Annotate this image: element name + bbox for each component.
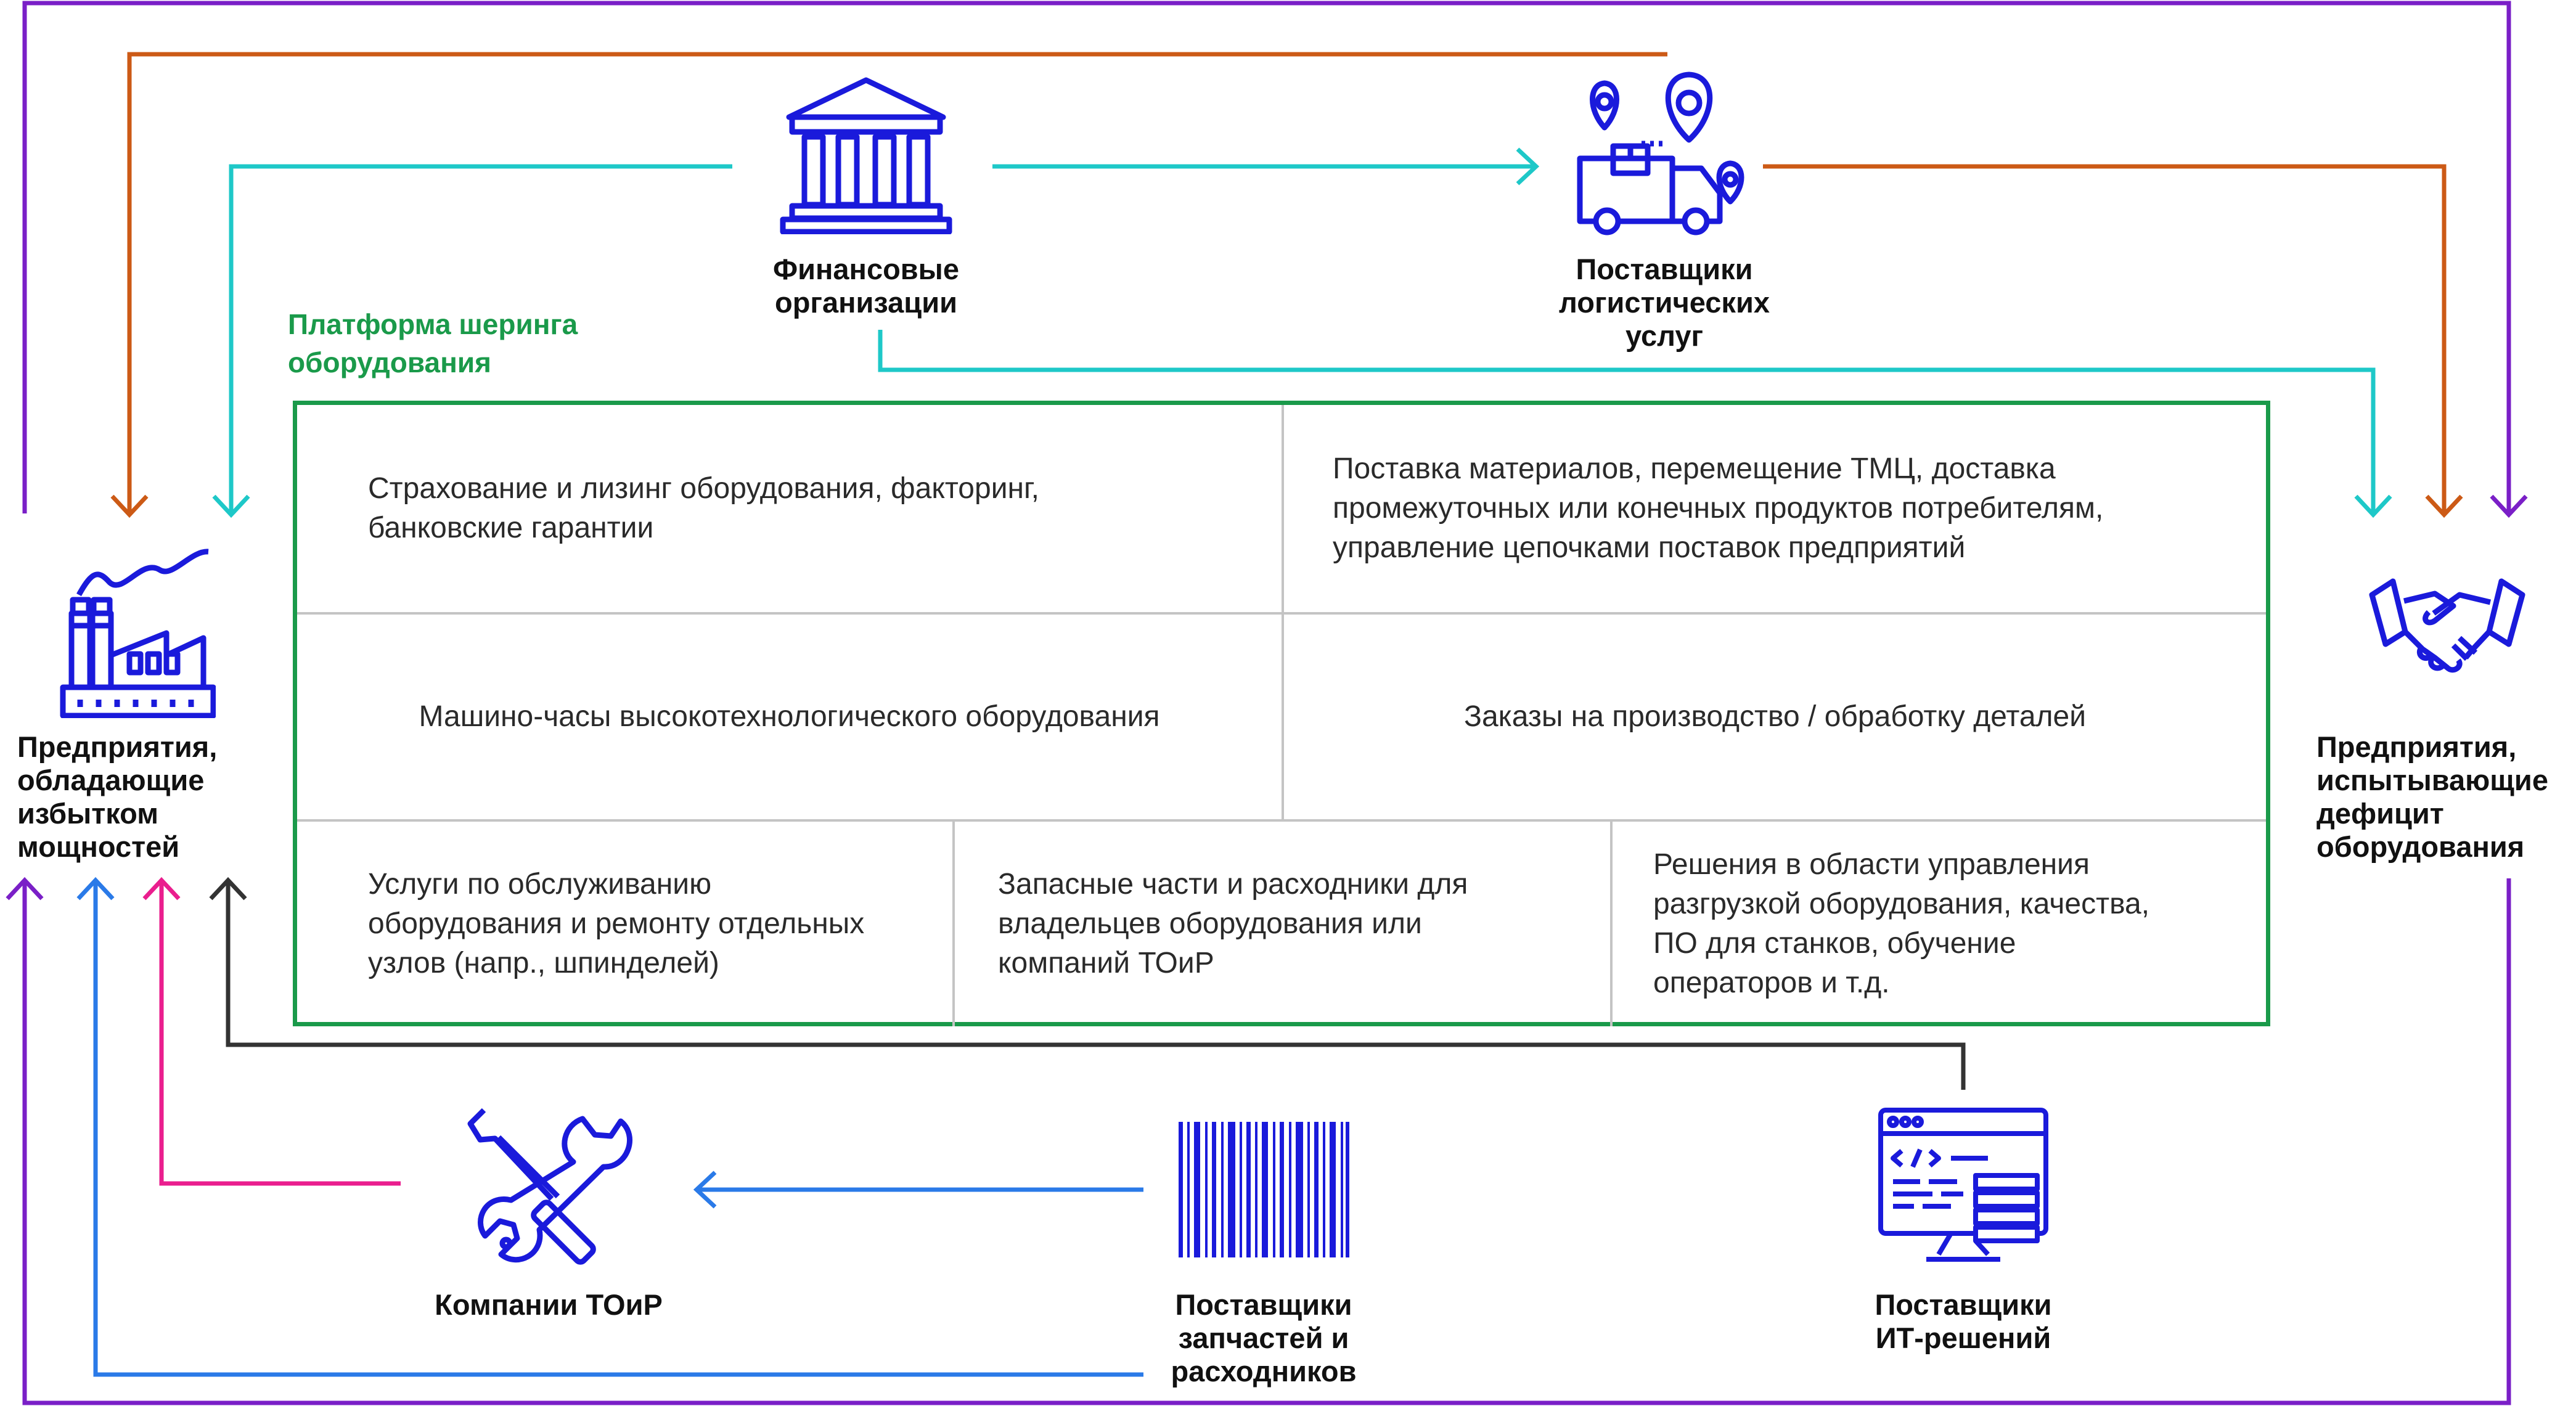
deficit-label: Предприятия, испытывающие дефицит оборуд… [2316,730,2548,863]
purple-arrow-bottom [22,878,2511,1405]
teal-arrowhead-left [212,494,250,518]
service-cell-logistics: Поставка материалов, перемещение ТМЦ, до… [1333,452,2104,564]
blue-arrow-to-excess [93,880,1143,1377]
it-suppliers-label: Поставщики ИТ-решений [1875,1288,2052,1354]
teal-arrow-to-deficit [878,330,2376,513]
service-cell-financing: Страхование и лизинг оборудования, факто… [368,472,1039,544]
purple-arrow-top [22,1,2511,513]
service-cell-maintenance: Услуги по обслуживанию оборудования и ре… [368,868,865,979]
teal-arrowhead-right [2354,494,2392,518]
wrench-screwdriver-icon [465,1106,638,1273]
orange-arrowhead-right [2425,494,2463,518]
teal-arrowhead-logistics [1516,147,1540,186]
orange-arrow-to-deficit [1763,164,2447,513]
handshake-icon [2367,576,2527,684]
finance-label: Финансовые организации [773,253,959,319]
computer-code-icon [1877,1106,2050,1270]
blue-arrowhead-mro [693,1171,717,1209]
platform-box: Страхование и лизинг оборудования, факто… [293,401,2270,1026]
teal-arrow-to-excess [229,164,732,513]
divider [952,819,955,1026]
bank-icon [780,75,952,234]
orange-arrow-to-excess [127,52,1667,513]
excess-capacity-label: Предприятия, обладающие избытком мощност… [17,730,218,863]
barcode-icon [1177,1122,1350,1257]
pink-arrow-from-mro [159,880,401,1186]
purple-arrowhead-left [6,877,44,901]
blue-arrowhead-excess [76,877,115,901]
dark-arrowhead [209,877,247,901]
platform-title: Платформа шеринга оборудования [288,308,578,378]
delivery-truck-icon [1575,71,1754,237]
mro-label: Компании ТОиР [435,1288,663,1321]
purple-arrowhead-right [2490,494,2528,518]
service-cell-it-solutions: Решения в области управления разгрузкой … [1653,848,2150,999]
divider [297,612,2266,615]
dark-arrow-from-it [226,880,1966,1090]
pink-arrowhead [142,877,181,901]
divider [1610,819,1613,1026]
service-cell-machine-hours: Машино-часы высокотехнологического обору… [419,700,1160,733]
service-cell-spare-parts: Запасные части и расходники для владельц… [998,868,1468,979]
divider [297,819,2266,822]
service-cell-production-orders: Заказы на производство / обработку детал… [1463,700,2087,733]
logistics-label: Поставщики логистических услуг [1559,253,1770,352]
factory-icon [55,546,216,718]
parts-suppliers-label: Поставщики запчастей и расходников [1171,1288,1357,1388]
orange-arrowhead-left [110,494,149,518]
